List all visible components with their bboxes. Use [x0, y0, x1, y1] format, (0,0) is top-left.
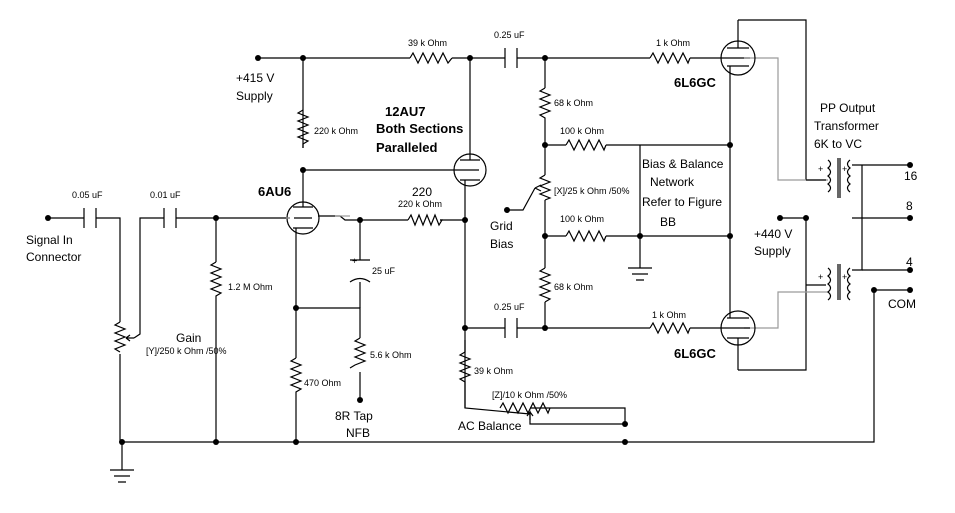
ground-main	[110, 469, 134, 483]
label-tube-6l6-top: 6L6GC	[674, 75, 717, 90]
ground-symbols	[110, 267, 652, 483]
secondary-top	[846, 159, 851, 193]
resistor-68k-top	[538, 87, 552, 120]
label-cap-0-05: 0.05 uF	[72, 190, 103, 200]
label-pot-x: [X]/25 k Ohm /50%	[554, 186, 630, 196]
label-supply-440-2: Supply	[754, 244, 791, 258]
label-r-1k-bot: 1 k Ohm	[652, 310, 686, 320]
resistor-100k-top	[565, 138, 607, 152]
resistor-1-2m	[209, 261, 223, 300]
tube-12au7	[453, 153, 487, 188]
label-plus-xfmr-4: +	[842, 272, 847, 282]
tubes	[286, 20, 756, 370]
cap-25uf	[349, 259, 371, 283]
primary-bot	[827, 267, 832, 301]
pot-z	[499, 401, 551, 415]
resistor-1k-bot	[649, 321, 691, 335]
label-plus-cap: +	[352, 256, 357, 266]
label-12au7-both: Both Sections	[376, 121, 463, 136]
resistor-1k-top	[649, 51, 691, 65]
label-r-100k-bot: 100 k Ohm	[560, 214, 604, 224]
ground-bias	[628, 267, 652, 281]
resistor-220	[407, 213, 444, 227]
label-r-100k-top: 100 k Ohm	[560, 126, 604, 136]
label-supply-440: +440 V	[754, 227, 792, 241]
label-bias-net-3: Refer to Figure	[642, 195, 722, 209]
label-pot-z: [Z]/10 k Ohm /50%	[492, 390, 567, 400]
label-cap-0-25-bot: 0.25 uF	[494, 302, 525, 312]
label-bias-net-2: Network	[650, 175, 695, 189]
resistor-39k-top	[409, 51, 453, 65]
resistor-5-6k	[349, 337, 367, 369]
label-tube-6au6: 6AU6	[258, 184, 291, 199]
label-tap-com: COM	[888, 297, 916, 311]
label-cap-0-25-top: 0.25 uF	[494, 30, 525, 40]
resistor-68k-bot	[538, 267, 552, 303]
label-gain: Gain	[176, 331, 201, 345]
label-cap-0-01: 0.01 uF	[150, 190, 181, 200]
label-tube-6l6-bot: 6L6GC	[674, 346, 717, 361]
primary-top	[827, 159, 832, 193]
secondary-bot	[846, 267, 851, 301]
cap-0-25-top	[504, 48, 518, 68]
pot-x-arrow	[534, 184, 542, 192]
pot-x	[538, 174, 552, 201]
label-supply-415: +415 V	[236, 71, 274, 85]
label-r-220-sub: 220 k Ohm	[398, 199, 442, 209]
resistors	[209, 51, 691, 398]
label-plus-xfmr-3: +	[818, 272, 823, 282]
label-r-68k-bot: 68 k Ohm	[554, 282, 593, 292]
label-r-39k-bot: 39 k Ohm	[474, 366, 513, 376]
resistor-220k-plate	[296, 109, 310, 148]
resistor-470	[289, 357, 303, 398]
label-r-220: 220	[412, 185, 432, 199]
label-tap-8: 8	[906, 199, 913, 213]
label-cap-25uf: 25 uF	[372, 266, 396, 276]
label-tap-16: 16	[904, 169, 918, 183]
label-r-68k-top: 68 k Ohm	[554, 98, 593, 108]
tube-6l6-bot	[720, 310, 756, 370]
cap-0-01	[163, 208, 177, 228]
label-supply-415-2: Supply	[236, 89, 273, 103]
label-tube-12au7: 12AU7	[385, 104, 425, 119]
capacitors	[83, 48, 518, 338]
output-transformer	[806, 158, 863, 301]
pot-gain-arrow	[125, 334, 134, 342]
resistor-39k-bot	[458, 351, 472, 384]
label-xfmr-3: 6K to VC	[814, 137, 862, 151]
label-8r-tap: 8R Tap	[335, 409, 373, 423]
label-connector: Connector	[26, 250, 81, 264]
label-r-39k-top: 39 k Ohm	[408, 38, 447, 48]
labels: 0.05 uF 0.01 uF Signal In Connector Gain…	[26, 30, 918, 440]
label-bias: Bias	[490, 237, 513, 251]
label-tap-4: 4	[906, 255, 913, 269]
cap-0-25-bot	[504, 318, 518, 338]
label-plus-xfmr-2: +	[842, 164, 847, 174]
label-plus-xfmr-1: +	[818, 164, 823, 174]
label-nfb: NFB	[346, 426, 370, 440]
label-r-5-6k: 5.6 k Ohm	[370, 350, 412, 360]
label-r-470: 470 Ohm	[304, 378, 341, 388]
tube-6au6	[286, 199, 320, 236]
pot-gain	[113, 321, 127, 353]
label-ac-balance: AC Balance	[458, 419, 522, 433]
resistor-100k-bot	[565, 229, 607, 243]
cap-0-05	[83, 208, 97, 228]
tube-6l6-top	[720, 20, 756, 80]
label-r-1k-top: 1 k Ohm	[656, 38, 690, 48]
label-grid: Grid	[490, 219, 513, 233]
label-xfmr-1: PP Output	[820, 101, 876, 115]
label-r-1-2m: 1.2 M Ohm	[228, 282, 273, 292]
label-r-220k-plate: 220 k Ohm	[314, 126, 358, 136]
potentiometers	[113, 174, 552, 420]
label-bias-net-4: BB	[660, 215, 676, 229]
label-signal-in: Signal In	[26, 233, 73, 247]
label-gain-pot: [Y]/250 k Ohm /50%	[146, 346, 227, 356]
label-12au7-paralleled: Paralleled	[376, 140, 437, 155]
label-bias-net-1: Bias & Balance	[642, 157, 724, 171]
label-xfmr-2: Transformer	[814, 119, 879, 133]
pot-z-arrow	[526, 410, 534, 420]
junction-dots	[45, 55, 913, 445]
